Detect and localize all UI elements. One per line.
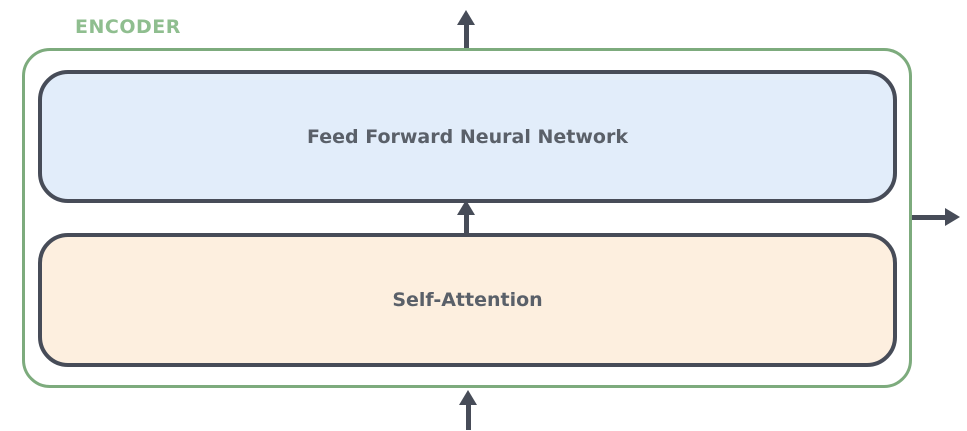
input-arrow-up-icon (458, 390, 478, 430)
output-arrow-up-icon (456, 10, 476, 48)
input-arrow-head (459, 390, 477, 405)
internal-arrow-head (457, 200, 475, 215)
feed-forward-block: Feed Forward Neural Network (38, 70, 897, 203)
internal-arrow-shaft (463, 215, 469, 234)
side-output-arrow-head (945, 208, 960, 226)
self-attention-block: Self-Attention (38, 233, 897, 367)
output-arrow-head (457, 10, 475, 25)
side-output-arrow-right-icon (912, 207, 960, 227)
input-arrow-shaft (465, 405, 471, 430)
encoder-title: ENCODER (75, 16, 181, 38)
internal-arrow-up-icon (456, 200, 476, 234)
encoder-container-box (22, 48, 912, 388)
feed-forward-label: Feed Forward Neural Network (307, 125, 628, 148)
self-attention-label: Self-Attention (392, 289, 543, 311)
output-arrow-shaft (463, 25, 469, 48)
side-output-arrow-shaft (912, 214, 945, 220)
